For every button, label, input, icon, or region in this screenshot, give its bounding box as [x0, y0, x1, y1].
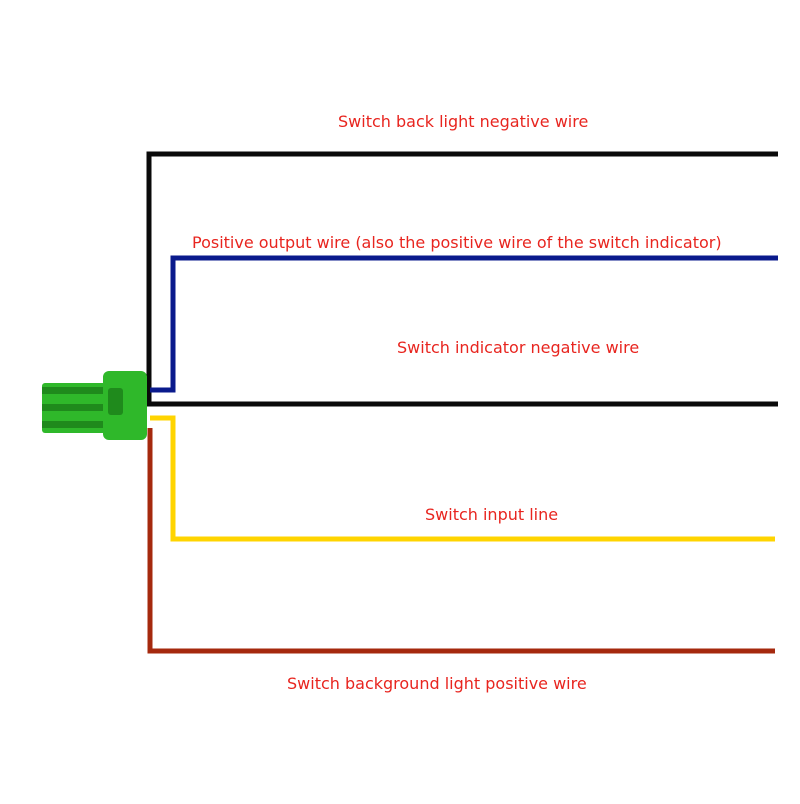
- label-indicator-negative: Switch indicator negative wire: [397, 338, 640, 357]
- wire-backlight-negative: [146, 151, 778, 404]
- wire-positive-output: [150, 255, 778, 393]
- label-switch-input: Switch input line: [425, 505, 559, 524]
- label-background-light-positive: Switch background light positive wire: [287, 674, 587, 693]
- label-backlight-negative: Switch back light negative wire: [338, 112, 589, 131]
- wire-switch-input: [150, 415, 775, 542]
- connector-icon: [42, 371, 147, 440]
- label-positive-output: Positive output wire (also the positive …: [192, 233, 722, 252]
- wire-background-light-positive: [147, 428, 775, 654]
